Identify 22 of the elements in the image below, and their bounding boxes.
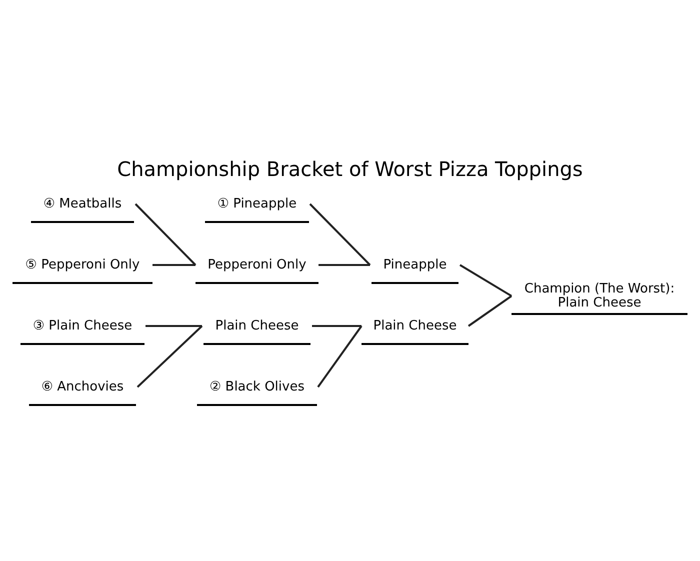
node-text: ② Black Olives — [209, 379, 305, 394]
node-text: ⑥ Anchovies — [41, 379, 124, 394]
connector — [468, 295, 512, 327]
connector — [309, 203, 371, 266]
node-text: ④ Meatballs — [43, 196, 122, 212]
node-text: ③ Plain Cheese — [32, 318, 132, 334]
connector — [312, 325, 362, 327]
node-text: Plain Cheese — [373, 318, 457, 334]
node-text: ① Pineapple — [217, 196, 297, 212]
connector — [134, 203, 196, 266]
node-text: Champion (The Worst): Plain Cheese — [524, 281, 675, 310]
connector — [318, 264, 370, 266]
connector — [317, 325, 362, 388]
connector — [136, 325, 203, 388]
connector — [146, 325, 202, 327]
node-text: Plain Cheese — [215, 318, 299, 334]
connector — [459, 264, 512, 297]
node-text: Pepperoni Only — [208, 257, 306, 272]
node-text: Pineapple — [383, 257, 447, 272]
node-text: ⑤ Pepperoni Only — [25, 257, 140, 272]
diagram-title: Championship Bracket of Worst Pizza Toppings — [117, 157, 583, 181]
connector — [152, 264, 196, 266]
